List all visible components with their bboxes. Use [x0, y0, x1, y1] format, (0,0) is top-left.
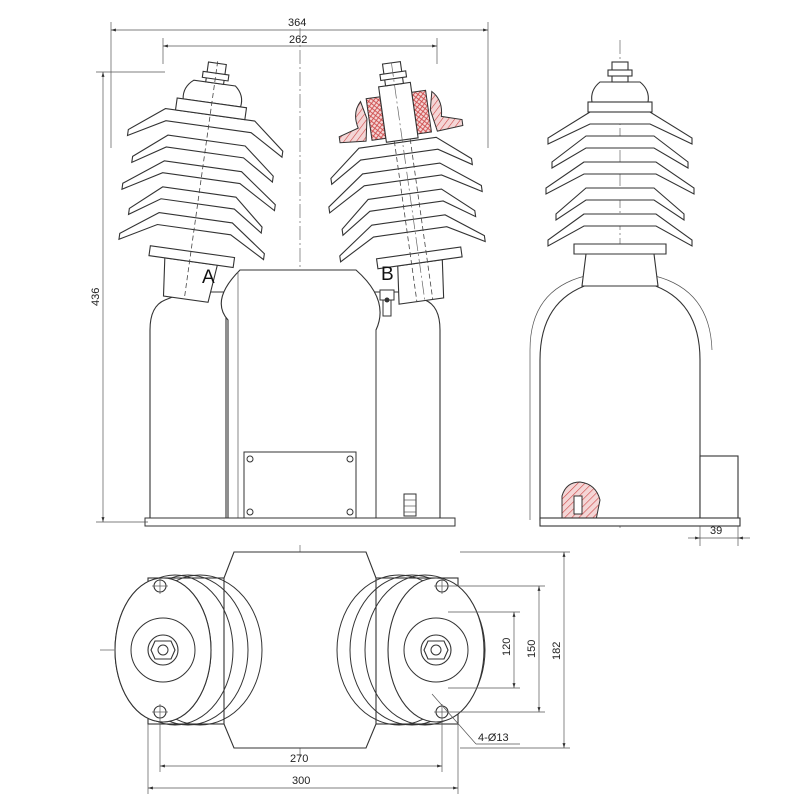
svg-text:262: 262: [289, 34, 307, 46]
hole-callout: 4-Ø13: [431, 693, 520, 745]
dim-bolt-inner: 120: [448, 611, 520, 689]
ground-bolt: [403, 493, 417, 517]
side-terminal-box: [699, 455, 739, 521]
dim-bolt-outer: 150: [450, 585, 545, 713]
dim-height: 436: [90, 71, 165, 523]
terminal-a-label: A: [202, 267, 215, 288]
side-sheds: [545, 111, 695, 247]
terminal-b-label: B: [381, 264, 394, 285]
svg-text:364: 364: [288, 17, 306, 29]
svg-text:270: 270: [290, 753, 308, 765]
right-housing: [369, 291, 441, 521]
side-housing: [539, 283, 701, 521]
front-view: A B 364 262 436: [90, 17, 489, 528]
left-insulator-top: [114, 574, 263, 726]
svg-text:436: 436: [90, 288, 102, 306]
side-view: 39: [529, 40, 750, 546]
right-insulator: [328, 60, 486, 305]
top-view: 120 150 182 4-Ø13 270: [100, 545, 570, 794]
dim-base-offset: 39: [688, 525, 750, 546]
dim-overall-width: 364: [110, 17, 489, 148]
svg-text:120: 120: [501, 638, 513, 656]
svg-text:39: 39: [710, 525, 722, 537]
svg-text:182: 182: [551, 642, 563, 660]
left-housing: [149, 291, 227, 521]
svg-text:150: 150: [526, 640, 538, 658]
dim-base-length-inner: 270: [159, 720, 443, 772]
nameplate: [243, 451, 357, 519]
dim-terminal-spacing: 262: [162, 34, 438, 64]
left-insulator: [118, 61, 284, 303]
dim-base-depth: 182: [460, 551, 570, 749]
front-base-plate: [144, 517, 456, 527]
right-insulator-top: [336, 574, 486, 726]
svg-text:300: 300: [292, 775, 310, 787]
dim-base-length-outer: 300: [147, 724, 459, 794]
svg-text:4-Ø13: 4-Ø13: [478, 732, 509, 744]
terminal-b-stud: [379, 289, 395, 317]
top-central-box: [223, 551, 377, 749]
